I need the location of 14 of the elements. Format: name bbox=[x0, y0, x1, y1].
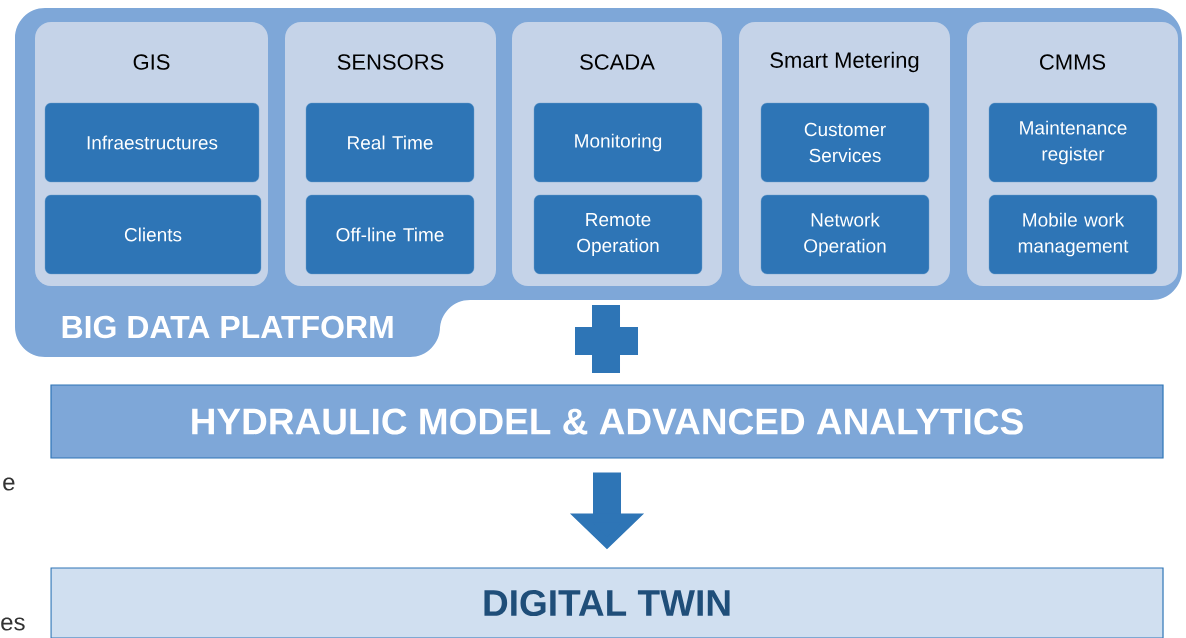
item-box: Real Time bbox=[305, 102, 475, 183]
text-fragment: e bbox=[3, 477, 15, 491]
item-box: Remote Operation bbox=[533, 194, 703, 275]
text-fragment: es bbox=[1, 617, 25, 631]
item-box: Clients bbox=[44, 194, 262, 275]
item-box: Mobile work management bbox=[988, 194, 1158, 275]
item-box: Network Operation bbox=[760, 194, 930, 275]
item-box: Monitoring bbox=[533, 102, 703, 183]
stage-bar: HYDRAULIC MODEL & ADVANCED ANALYTICS bbox=[50, 384, 1164, 459]
item-box: Infraestructures bbox=[44, 102, 260, 183]
item-box: Maintenance register bbox=[988, 102, 1158, 183]
stage-bar: DIGITAL TWIN bbox=[50, 567, 1164, 638]
item-box: Off-line Time bbox=[305, 194, 475, 275]
item-box: Customer Services bbox=[760, 102, 930, 183]
